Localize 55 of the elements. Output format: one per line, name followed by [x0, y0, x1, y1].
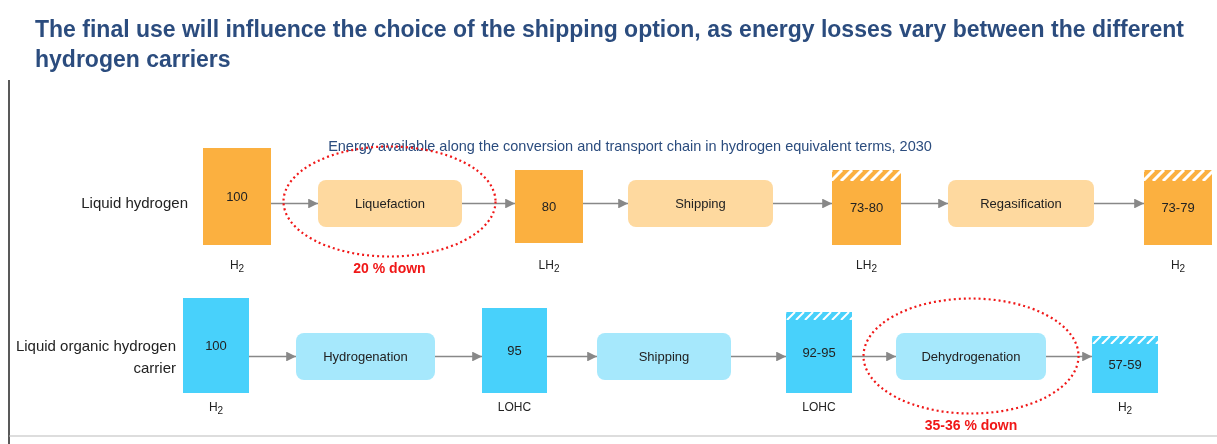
carrier-label: H$_{2}$ [207, 400, 225, 417]
arrow [582, 198, 629, 209]
arrow [772, 198, 833, 209]
step-label: Dehydrogenation [921, 349, 1021, 364]
loss-annotation: 20 % down [352, 260, 427, 276]
carrier-label: H$_{2}$ [228, 258, 246, 275]
energy-bar [515, 170, 583, 243]
energy-bar [482, 308, 547, 393]
carrier-label: LOHC [496, 400, 533, 414]
carrier-label: LH$_{2}$ [537, 258, 561, 275]
process-step [318, 180, 462, 227]
row-label: Liquid organic hydrogen carrier [14, 336, 176, 378]
energy-value: 95 [507, 343, 522, 358]
energy-value: 80 [541, 199, 557, 214]
process-step [948, 180, 1094, 227]
arrow [851, 351, 897, 362]
carrier-label: H$_{2}$ [1169, 258, 1187, 275]
title: The final use will influence the choice of the shipping option, as energy losses vary between the different hydrogen carriers [35, 15, 1185, 74]
energy-value: 57-59 [1108, 357, 1142, 372]
energy-bar [832, 170, 901, 245]
step-label: Regasification [980, 196, 1062, 211]
energy-value: 73-80 [849, 200, 884, 215]
energy-bar [203, 148, 271, 245]
arrow [900, 198, 949, 209]
loss-annotation: 35-36 % down [923, 417, 1019, 433]
process-step [296, 333, 435, 380]
arrow [1045, 351, 1093, 362]
dotted-ellipse [862, 297, 1080, 415]
arrow [1093, 198, 1145, 209]
arrow [461, 198, 516, 209]
carrier-label: H$_{2}$ [1116, 400, 1134, 417]
subtitle: Energy available along the conversion and transport chain in hydrogen equivalent terms, 2030 [327, 138, 933, 154]
energy-value: 92-95 [802, 345, 836, 360]
process-step [628, 180, 773, 227]
energy-bar [1144, 170, 1212, 245]
energy-value: 73-79 [1161, 200, 1195, 215]
process-step [597, 333, 731, 380]
arrow [270, 198, 319, 209]
arrow [730, 351, 787, 362]
step-label: Shipping [675, 196, 726, 211]
energy-value: 100 [226, 189, 248, 204]
energy-bar [1092, 336, 1158, 393]
row-label: Liquid hydrogen [80, 193, 188, 213]
step-label: Liquefaction [354, 196, 426, 211]
energy-bar [183, 298, 249, 393]
energy-bar [786, 312, 852, 393]
carrier-label: LOHC [801, 400, 837, 414]
step-label: Shipping [638, 349, 690, 364]
process-step [896, 333, 1046, 380]
arrow [434, 351, 483, 362]
arrow [546, 351, 598, 362]
energy-value: 100 [205, 338, 227, 353]
carrier-label: LH$_{2}$ [855, 258, 878, 275]
arrow [248, 351, 297, 362]
step-label: Hydrogenation [323, 349, 408, 364]
